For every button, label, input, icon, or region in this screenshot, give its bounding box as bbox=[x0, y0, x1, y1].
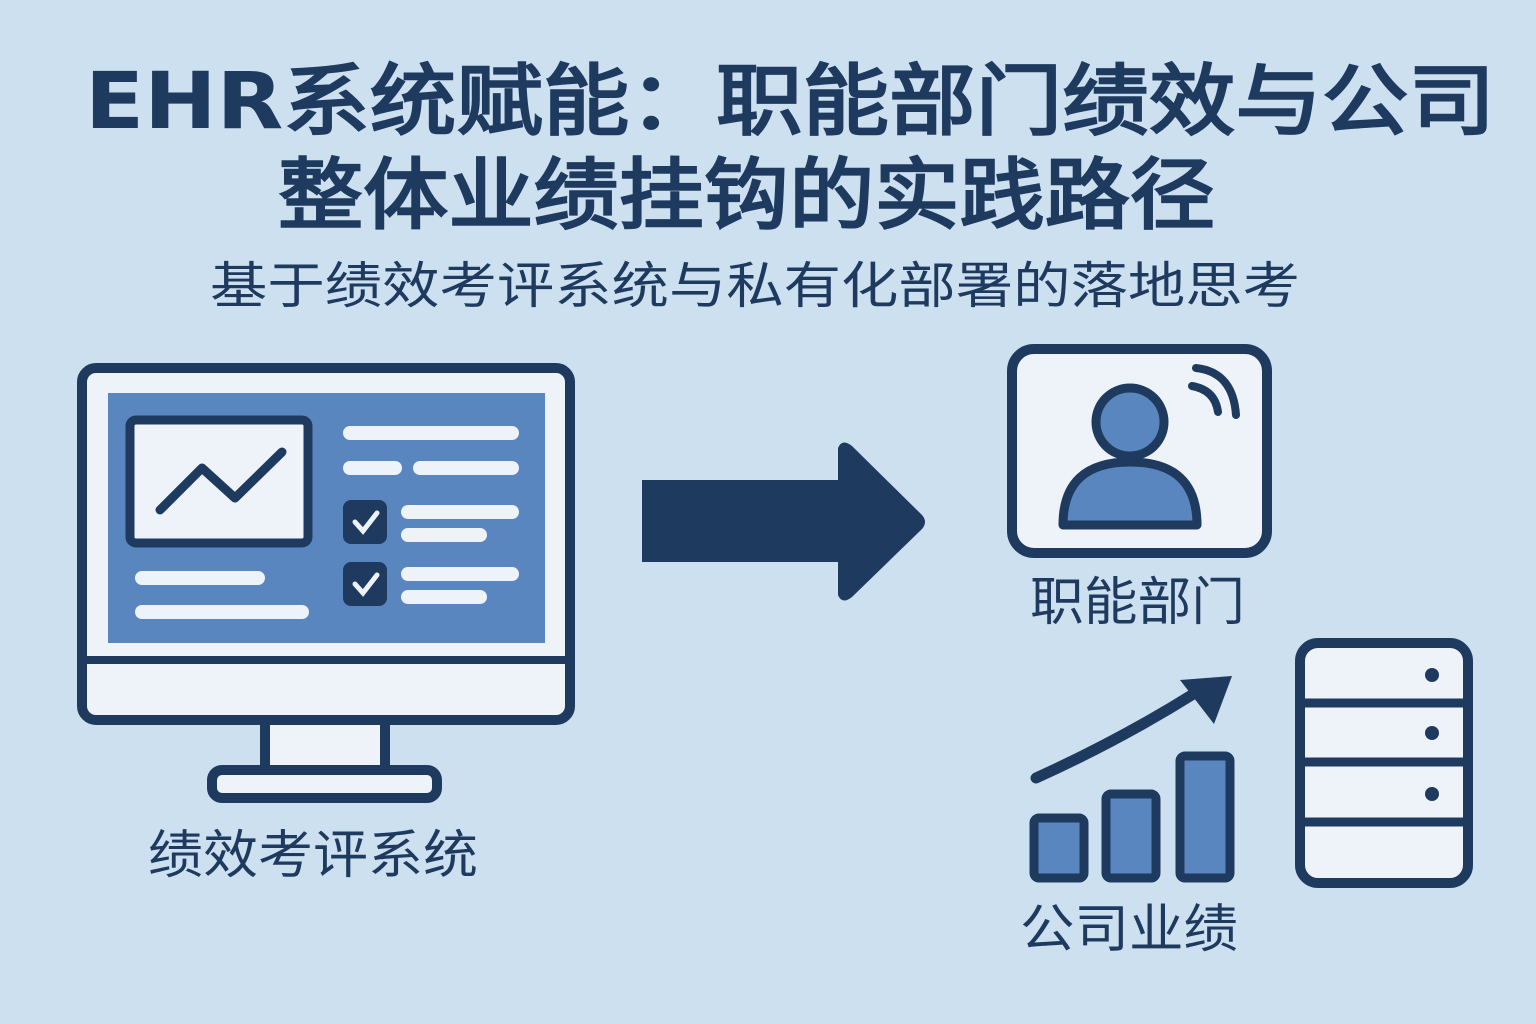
title-line-1: EHR系统赋能：职能部门绩效与公司 bbox=[85, 57, 1495, 147]
checkbox-icon bbox=[343, 562, 387, 606]
subtitle: 基于绩效考评系统与私有化部署的落地思考 bbox=[210, 257, 1300, 315]
performance-label: 公司业绩 bbox=[1020, 900, 1238, 960]
checkbox-icon bbox=[343, 500, 387, 544]
server-icon bbox=[1295, 638, 1473, 888]
system-label: 绩效考评系统 bbox=[148, 826, 478, 886]
right-arrow-icon bbox=[642, 442, 925, 601]
monitor-icon bbox=[77, 363, 575, 803]
title-line-2: 整体业绩挂钩的实践路径 bbox=[278, 151, 1215, 241]
line-chart-icon bbox=[125, 415, 313, 548]
user-profile-icon bbox=[1007, 344, 1272, 558]
department-label: 职能部门 bbox=[1030, 573, 1245, 633]
growth-bar-chart-icon bbox=[1029, 676, 1235, 883]
